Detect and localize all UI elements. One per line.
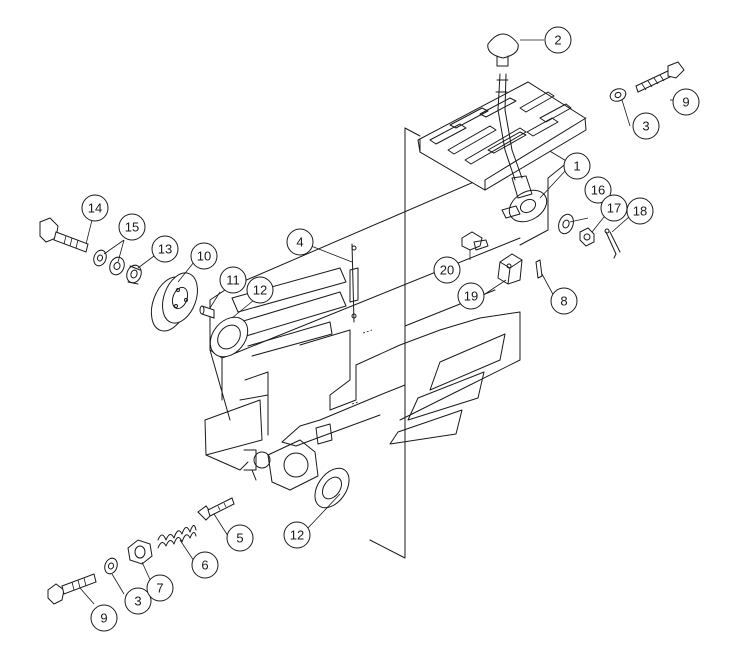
bushing-13 xyxy=(126,264,142,285)
svg-text:10: 10 xyxy=(197,249,211,264)
callout-1: 1 xyxy=(563,152,591,180)
shift-rod-linkage xyxy=(349,243,359,323)
callout-12-upper: 12 xyxy=(246,276,274,304)
svg-text:16: 16 xyxy=(591,183,605,198)
flat-washer-16 xyxy=(558,213,574,235)
svg-text:14: 14 xyxy=(88,201,102,216)
bolt-5 xyxy=(197,497,235,521)
svg-text:19: 19 xyxy=(464,289,478,304)
callout-19: 19 xyxy=(457,282,485,310)
svg-text:7: 7 xyxy=(156,581,163,596)
hex-bolt-left xyxy=(39,217,89,253)
castle-nut-17 xyxy=(579,227,595,247)
nut-top xyxy=(609,88,627,102)
svg-text:12: 12 xyxy=(290,528,304,543)
hex-bolt-top xyxy=(635,61,685,93)
washer-15a xyxy=(93,249,107,267)
callout-12-lower: 12 xyxy=(283,521,311,549)
svg-text:4: 4 xyxy=(296,235,303,250)
callout-2: 2 xyxy=(544,26,572,54)
hex-bolt-lower xyxy=(47,573,97,605)
callout-15: 15 xyxy=(118,213,146,241)
large-washer-12-upper xyxy=(209,316,249,358)
pin-11 xyxy=(199,305,215,319)
callout-10: 10 xyxy=(190,242,218,270)
shift-lever xyxy=(495,73,523,181)
svg-text:9: 9 xyxy=(682,95,689,110)
callout-5: 5 xyxy=(226,524,254,552)
shift-gate-plate xyxy=(417,81,587,191)
callout-16: 16 xyxy=(584,176,612,204)
svg-text:5: 5 xyxy=(236,531,243,546)
callout-13: 13 xyxy=(151,235,179,263)
svg-text:9: 9 xyxy=(100,611,107,626)
svg-text:3: 3 xyxy=(642,119,649,134)
callout-9-top: 9 xyxy=(672,88,700,116)
shift-knob xyxy=(487,33,519,67)
hex-bolt-small xyxy=(461,231,489,251)
nut-7 xyxy=(127,539,153,565)
callout-7: 7 xyxy=(146,574,174,602)
svg-text:3: 3 xyxy=(134,594,141,609)
large-washer-12-lower xyxy=(314,467,350,509)
svg-text:6: 6 xyxy=(201,558,208,573)
spring-pin xyxy=(535,259,543,279)
callouts: 1 2 3 3 4 5 6 7 8 9 9 10 11 12 12 13 14 … xyxy=(81,26,700,632)
callout-9-lower: 9 xyxy=(90,604,118,632)
lever-pivot-assembly xyxy=(501,175,548,223)
cotter-pin-18 xyxy=(604,228,621,259)
svg-text:12: 12 xyxy=(253,283,267,298)
callout-18: 18 xyxy=(626,197,654,225)
svg-text:8: 8 xyxy=(560,294,567,309)
compression-spring-6 xyxy=(157,525,197,549)
svg-text:17: 17 xyxy=(607,201,621,216)
callout-3-top: 3 xyxy=(632,112,660,140)
svg-text:18: 18 xyxy=(633,204,647,219)
callout-20: 20 xyxy=(433,256,461,284)
svg-text:15: 15 xyxy=(125,220,139,235)
callout-17: 17 xyxy=(600,194,628,222)
callout-6: 6 xyxy=(191,551,219,579)
lever-bracket-housing xyxy=(204,149,569,491)
callout-8: 8 xyxy=(550,287,578,315)
pulley-hub-10 xyxy=(150,272,198,332)
svg-text:11: 11 xyxy=(226,273,240,288)
svg-text:20: 20 xyxy=(440,263,454,278)
mounting-panel xyxy=(369,127,421,559)
callout-4: 4 xyxy=(286,228,314,256)
washer-3-lower xyxy=(104,557,118,575)
svg-text:1: 1 xyxy=(573,159,580,174)
washer-15b xyxy=(109,256,125,276)
svg-text:2: 2 xyxy=(554,33,561,48)
callout-11: 11 xyxy=(219,266,247,294)
block-bracket xyxy=(497,253,523,285)
callout-14: 14 xyxy=(81,194,109,222)
svg-text:13: 13 xyxy=(158,242,172,257)
callout-3-lower: 3 xyxy=(124,587,152,615)
